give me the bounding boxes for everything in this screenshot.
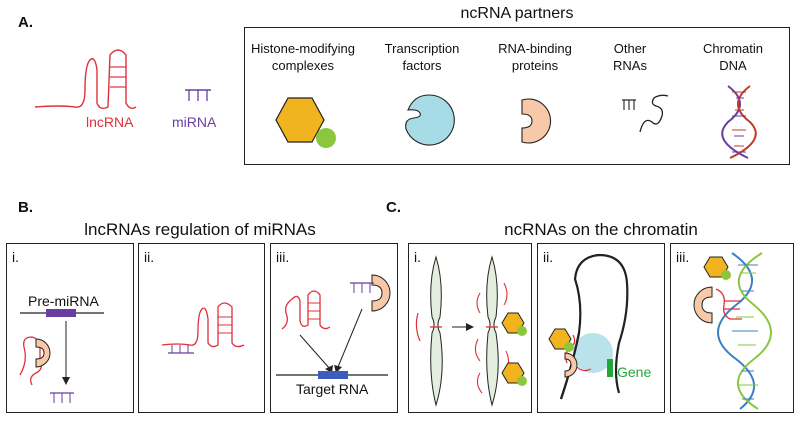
panel-b-i-numeral: i. [12,249,19,265]
panel-c-i-drawing [415,255,527,407]
panel-c-ii-box [537,243,665,413]
panel-c-ii-drawing [548,253,629,400]
lncrna-icon [34,49,137,110]
panel-b-letter: B. [18,199,33,216]
panel-c-ii-numeral: ii. [543,249,554,265]
panel-b-ii-numeral: ii. [144,249,155,265]
panel-b-ii-drawing [161,302,245,354]
panel-c-i-box [408,243,532,413]
transcription-factor-icon [405,94,455,146]
panel-c-iii-box [670,243,794,413]
histone-complex-icon [275,97,336,148]
target-rna-label: Target RNA [296,381,369,397]
panel-b-iii-box [270,243,398,413]
gene-label: Gene [617,364,652,380]
panel-c-title: ncRNAs on the chromatin [504,220,698,239]
other-rnas-icon [622,94,669,133]
pre-mirna-label: Pre-miRNA [28,293,99,309]
panel-b-iii-drawing [276,274,391,379]
lncrna-label: lncRNA [86,114,134,130]
mirna-label: miRNA [172,114,217,130]
ncrna-partners-box [244,27,790,165]
panel-b-title: lncRNAs regulation of miRNAs [84,220,316,239]
mirna-icon [185,89,211,101]
ncrna-partners-title: ncRNA partners [460,5,574,22]
panel-c-letter: C. [386,199,401,216]
panel-c-iii-drawing [693,252,772,410]
panel-a-letter: A. [18,14,33,31]
panel-b-iii-numeral: iii. [276,249,290,265]
panel-c-i-numeral: i. [414,249,421,265]
panel-c-iii-numeral: iii. [676,249,690,265]
rna-binding-protein-icon [521,98,552,144]
chromatin-dna-icon [721,85,757,159]
panel-b-ii-box [138,243,265,413]
panel-b-i-drawing [19,309,104,403]
panel-b-i-box [6,243,134,413]
